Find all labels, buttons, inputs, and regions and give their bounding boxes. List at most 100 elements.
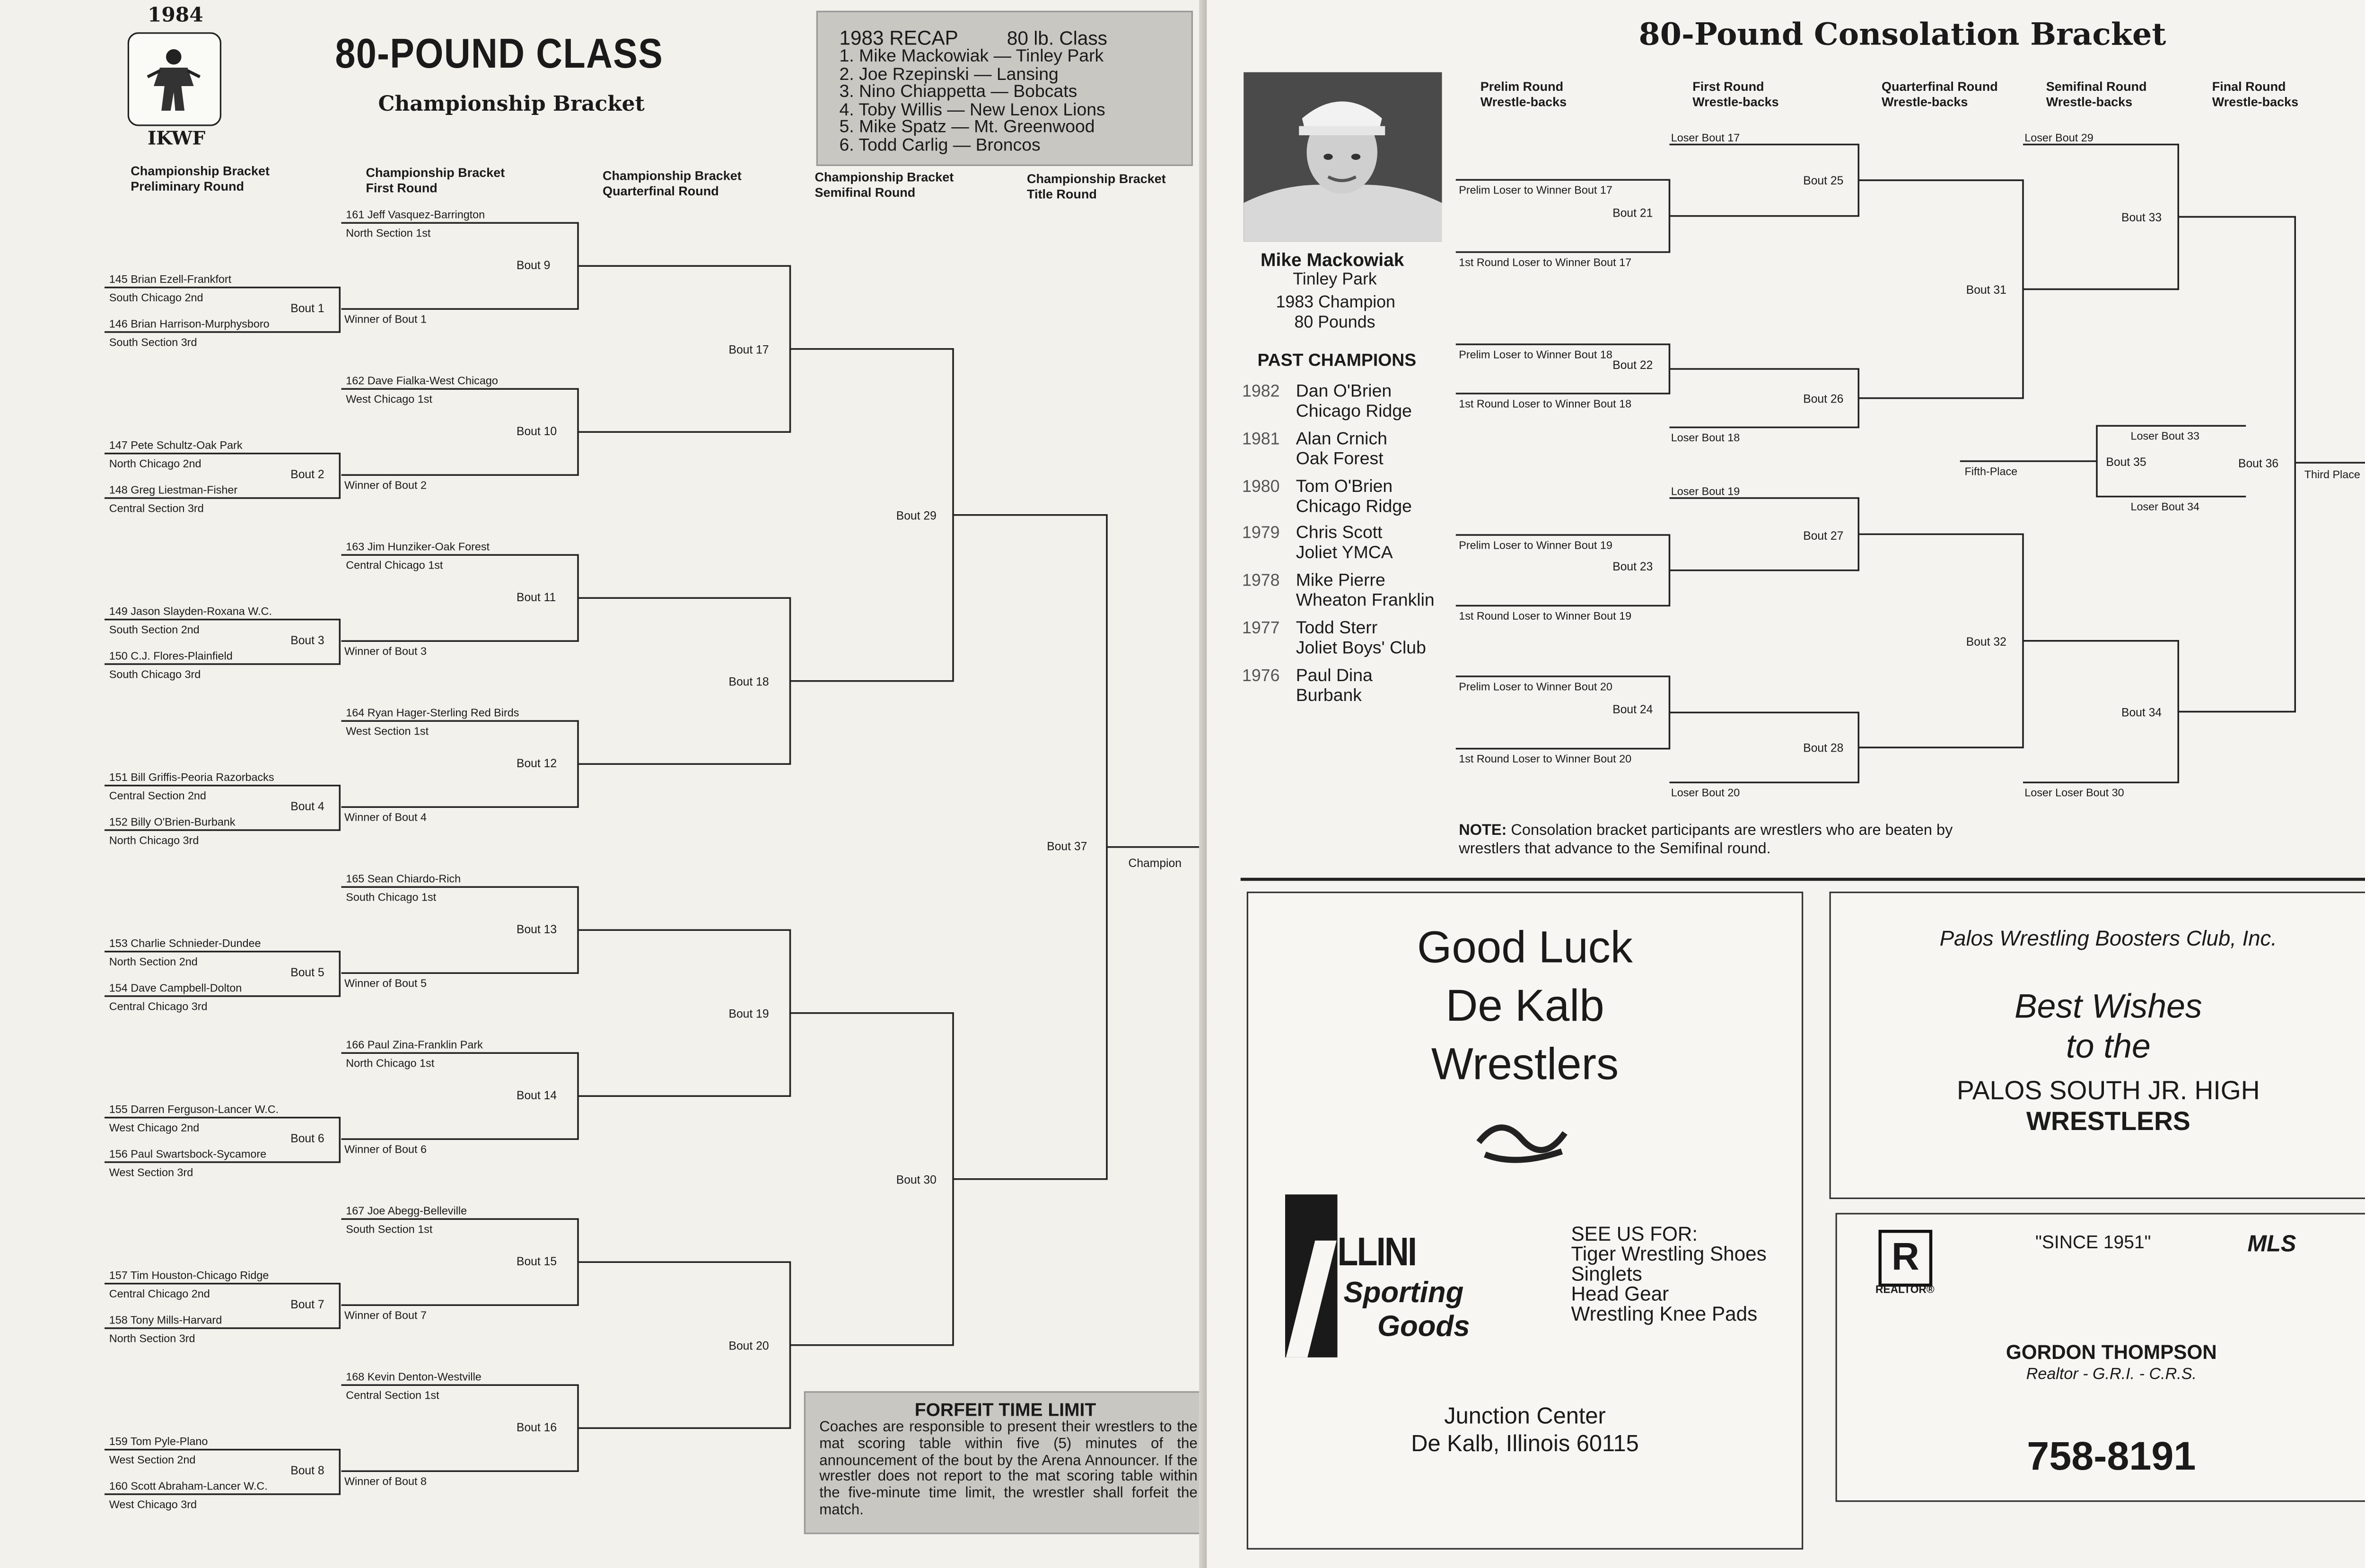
cons-semi-bout-label: Bout 34 [2121, 706, 2162, 719]
first-round-bout-label: Bout 12 [517, 756, 557, 770]
ad-illini-sporting-goods: Good Luck De Kalb Wrestlers LLINI Sporti… [1247, 892, 1804, 1550]
prelim-wrestler-b: 152 Billy O'Brien-Burbank [109, 815, 236, 829]
first-round-winner-slot: Winner of Bout 2 [344, 478, 427, 492]
first-round-bout-label: Bout 14 [517, 1088, 557, 1102]
prelim-wrestler-b: 160 Scott Abraham-Lancer W.C. [109, 1479, 268, 1493]
cons-prelim-bout-label: Bout 24 [1612, 702, 1653, 716]
prelim-wrestler-a: 147 Pete Schultz-Oak Park [109, 438, 243, 452]
first-round-wrestler: 161 Jeff Vasquez-Barrington [346, 208, 485, 221]
first-round-section: South Section 1st [346, 1222, 432, 1236]
semifinal-bout-label: Bout 29 [896, 509, 937, 523]
cons-prelim-slot-bottom: 1st Round Loser to Winner Bout 18 [1459, 397, 1631, 411]
cons-prelim-slot-bottom: 1st Round Loser to Winner Bout 20 [1459, 752, 1631, 765]
cons-prelim-slot-bottom: 1st Round Loser to Winner Bout 19 [1459, 609, 1631, 622]
mls-logo: MLS [2248, 1231, 2296, 1257]
prelim-section-a: North Section 2nd [109, 955, 198, 968]
cons-prelim-bout-label: Bout 23 [1612, 560, 1653, 573]
first-round-wrestler: 168 Kevin Denton-Westville [346, 1370, 482, 1384]
realtor-phone: 758-8191 [1837, 1433, 2365, 1480]
cons-first-loser-slot: Loser Bout 19 [1671, 484, 1740, 498]
illini-logo: LLINI Sporting Goods [1285, 1194, 1462, 1358]
first-round-section: Central Section 1st [346, 1388, 439, 1402]
semifinal-bout-label: Bout 30 [896, 1173, 937, 1187]
bout-36-label: Bout 36 [2238, 456, 2278, 470]
cons-semi-bout-label: Bout 33 [2121, 210, 2162, 224]
prelim-wrestler-a: 155 Darren Ferguson-Lancer W.C. [109, 1102, 279, 1116]
first-round-winner-slot: Winner of Bout 1 [344, 312, 427, 326]
forfeit-text: Coaches are responsible to present their… [806, 1420, 1205, 1520]
realtor-mark: REALTOR® [1875, 1285, 1935, 1296]
prelim-wrestler-b: 146 Brian Harrison-Murphysboro [109, 317, 270, 331]
first-round-section: West Section 1st [346, 724, 429, 738]
first-round-winner-slot: Winner of Bout 5 [344, 976, 427, 990]
note-label: NOTE: [1459, 823, 1507, 840]
first-round-bout-label: Bout 13 [517, 922, 557, 936]
forfeit-title: FORFEIT TIME LIMIT [806, 1399, 1205, 1421]
cons-semi-loser-slot: Loser Loser Bout 30 [2024, 786, 2124, 799]
first-round-bout-label: Bout 10 [517, 424, 557, 438]
champion-label: Champion [1129, 856, 1182, 870]
prelim-wrestler-a: 157 Tim Houston-Chicago Ridge [109, 1268, 269, 1282]
realtor-name: GORDON THOMPSON [1837, 1340, 2365, 1364]
prelim-section-a: West Chicago 2nd [109, 1121, 199, 1134]
first-round-bout-label: Bout 16 [517, 1420, 557, 1434]
realtor-credentials: Realtor - G.R.I. - C.R.S. [1837, 1365, 2365, 1384]
quarterfinal-bout-label: Bout 19 [729, 1007, 769, 1021]
bout-35-label: Bout 35 [2106, 455, 2146, 469]
cons-prelim-slot-top: Prelim Loser to Winner Bout 17 [1459, 183, 1612, 197]
prelim-wrestler-b: 156 Paul Swartsbock-Sycamore [109, 1147, 266, 1161]
forfeit-box: FORFEIT TIME LIMIT Coaches are responsib… [804, 1391, 1207, 1534]
prelim-section-a: North Chicago 2nd [109, 456, 201, 470]
prelim-bout-label: Bout 1 [290, 301, 324, 315]
first-round-bout-label: Bout 9 [517, 258, 550, 272]
first-round-section: West Chicago 1st [346, 392, 432, 406]
prelim-wrestler-b: 148 Greg Liestman-Fisher [109, 483, 237, 497]
prelim-section-b: West Section 3rd [109, 1165, 193, 1179]
quarterfinal-bout-label: Bout 17 [729, 343, 769, 357]
first-round-wrestler: 166 Paul Zina-Franklin Park [346, 1038, 483, 1051]
prelim-bout-label: Bout 2 [290, 467, 324, 481]
prelim-wrestler-b: 150 C.J. Flores-Plainfield [109, 649, 233, 663]
third-place-label: Third Place [2304, 467, 2360, 481]
prelim-section-b: North Section 3rd [109, 1331, 195, 1345]
prelim-bout-label: Bout 8 [290, 1463, 324, 1477]
consolation-bracket-page: 80-Pound Consolation Bracket Mike Mackow… [1207, 0, 2365, 1568]
first-round-section: North Chicago 1st [346, 1056, 434, 1070]
prelim-section-b: South Chicago 3rd [109, 667, 201, 681]
cons-first-loser-slot: Loser Bout 17 [1671, 131, 1740, 144]
loser-bout-34-slot: Loser Bout 34 [2131, 499, 2199, 513]
quarterfinal-bout-label: Bout 20 [729, 1339, 769, 1353]
section-divider [1241, 878, 2365, 881]
cons-prelim-slot-top: Prelim Loser to Winner Bout 18 [1459, 348, 1612, 361]
cons-first-bout-label: Bout 27 [1803, 528, 1843, 542]
ornament-icon [1470, 1112, 1577, 1178]
first-round-section: North Section 1st [346, 226, 430, 240]
cons-prelim-slot-top: Prelim Loser to Winner Bout 20 [1459, 680, 1612, 693]
prelim-wrestler-a: 159 Tom Pyle-Plano [109, 1434, 208, 1448]
prelim-wrestler-a: 149 Jason Slayden-Roxana W.C. [109, 604, 272, 618]
first-round-wrestler: 163 Jim Hunziker-Oak Forest [346, 540, 490, 553]
prelim-wrestler-b: 154 Dave Campbell-Dolton [109, 981, 242, 995]
ad-palos-boosters: Palos Wrestling Boosters Club, Inc. Best… [1830, 892, 2365, 1199]
first-round-bout-label: Bout 11 [517, 590, 556, 604]
ad-good-luck: Good Luck De Kalb Wrestlers [1248, 920, 1802, 1095]
loser-bout-33-slot: Loser Bout 33 [2131, 429, 2199, 443]
first-round-section: South Chicago 1st [346, 890, 436, 904]
ad-products: SEE US FOR: Tiger Wrestling Shoes Single… [1571, 1224, 1767, 1323]
first-round-wrestler: 165 Sean Chiardo-Rich [346, 872, 461, 885]
palos-best-wishes: Best Wishes to the [1831, 987, 2365, 1067]
first-round-wrestler: 167 Joe Abegg-Belleville [346, 1204, 467, 1218]
prelim-bout-label: Bout 3 [290, 633, 324, 647]
first-round-winner-slot: Winner of Bout 4 [344, 810, 427, 824]
cons-semi-loser-slot: Loser Bout 29 [2024, 131, 2093, 144]
palos-club: Palos Wrestling Boosters Club, Inc. [1831, 926, 2365, 950]
prelim-section-b: North Chicago 3rd [109, 833, 199, 847]
cons-first-bout-label: Bout 26 [1803, 392, 1843, 406]
consolation-note: NOTE: Consolation bracket participants a… [1459, 823, 1981, 858]
note-text: Consolation bracket participants are wre… [1459, 823, 1953, 857]
realtor-logo-icon: R [1879, 1230, 1933, 1287]
prelim-section-a: South Chicago 2nd [109, 290, 203, 304]
prelim-bout-label: Bout 5 [290, 965, 324, 979]
cons-prelim-slot-bottom: 1st Round Loser to Winner Bout 17 [1459, 255, 1631, 269]
